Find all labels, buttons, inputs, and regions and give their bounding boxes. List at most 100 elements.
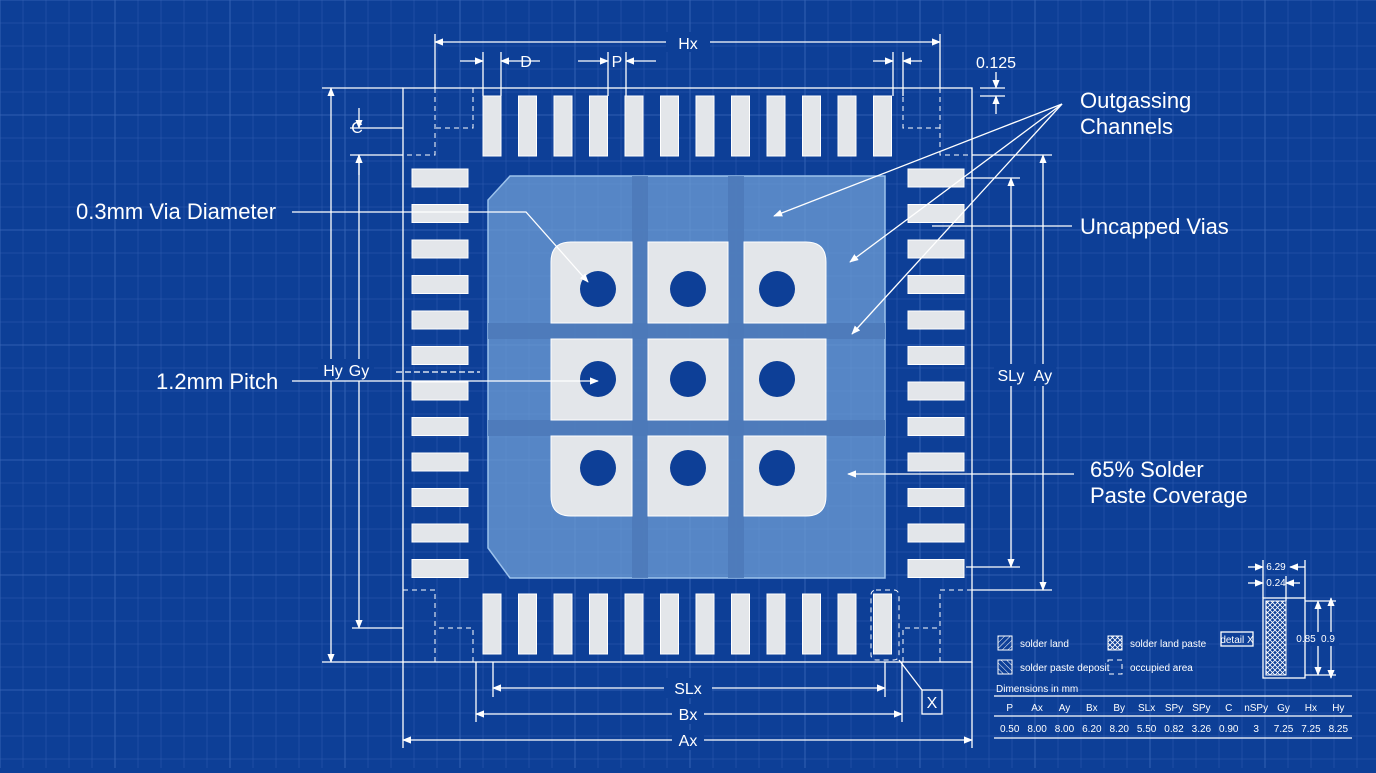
dim-slx-label: SLx bbox=[674, 681, 702, 698]
callout-uncapped-vias: Uncapped Vias bbox=[1080, 214, 1229, 239]
outgassing-channels bbox=[488, 176, 885, 578]
callout-coverage-line1: 65% Solder bbox=[1090, 457, 1204, 482]
callout-via-diameter: 0.3mm Via Diameter bbox=[76, 199, 276, 224]
dim-d-label: D bbox=[520, 54, 532, 71]
table-value-cell: 0.82 bbox=[1164, 724, 1184, 735]
terminal-pad-bottom bbox=[553, 593, 573, 655]
terminal-pad-bottom bbox=[731, 593, 750, 655]
detail-w-outer: 6.29 bbox=[1266, 562, 1286, 573]
legend-label-solder-land-paste: solder land paste bbox=[1130, 639, 1207, 650]
callout-outgassing-line2: Channels bbox=[1080, 114, 1173, 139]
table-header-cell: Bx bbox=[1086, 703, 1098, 714]
terminal-pad-bottom bbox=[837, 593, 857, 655]
terminal-pad-bottom bbox=[624, 593, 644, 655]
detail-x-label: detail X bbox=[1220, 635, 1254, 646]
terminal-pad-top bbox=[802, 95, 821, 157]
table-header-cell: SPy bbox=[1192, 703, 1210, 714]
table-header-cell: Gy bbox=[1277, 703, 1290, 714]
terminal-pad-bottom bbox=[589, 593, 608, 655]
dim-ay-label: Ay bbox=[1034, 368, 1052, 385]
table-value-cell: 8.00 bbox=[1027, 724, 1047, 735]
table-header-cell: Ay bbox=[1059, 703, 1071, 714]
detail-h-inner: 0.85 bbox=[1296, 634, 1316, 645]
terminal-pad-top bbox=[589, 95, 608, 157]
terminal-pad-left bbox=[411, 168, 469, 188]
terminal-pad-top bbox=[553, 95, 573, 157]
terminal-pad-right bbox=[907, 239, 965, 259]
table-caption: Dimensions in mm bbox=[996, 684, 1078, 695]
table-value-cell: 7.25 bbox=[1301, 724, 1321, 735]
table-value-cell: 8.20 bbox=[1109, 724, 1129, 735]
table-header-cell: Ax bbox=[1031, 703, 1043, 714]
dim-hy-label: Hy bbox=[323, 363, 343, 380]
detail-w-inner: 0.24 bbox=[1266, 578, 1286, 589]
detail-pad-inner bbox=[1265, 600, 1287, 676]
terminal-pad-right bbox=[907, 417, 965, 436]
dim-p-label: P bbox=[612, 54, 623, 71]
occupied-area-outline bbox=[403, 88, 972, 662]
callout-outgassing-line1: Outgassing bbox=[1080, 88, 1191, 113]
detail-x-marker-label: X bbox=[927, 695, 938, 712]
legend-label-solder-land: solder land bbox=[1020, 639, 1069, 650]
dim-gy-label: Gy bbox=[349, 363, 369, 380]
terminal-pad-bottom bbox=[873, 593, 892, 655]
terminal-pad-bottom bbox=[766, 593, 786, 655]
table-header-cell: Hy bbox=[1332, 703, 1344, 714]
legend-label-paste-deposit: solder paste deposit bbox=[1020, 663, 1110, 674]
vias bbox=[580, 271, 795, 486]
terminal-pad-left bbox=[411, 310, 469, 330]
legend-swatch-occupied-area bbox=[1107, 659, 1123, 675]
dim-hx-label: Hx bbox=[678, 36, 698, 53]
package-outline bbox=[402, 87, 973, 663]
table-header-cell: SPy bbox=[1165, 703, 1183, 714]
table-value-cell: 6.20 bbox=[1082, 724, 1102, 735]
detail-x-marker bbox=[921, 689, 943, 715]
dim-ax-label: Ax bbox=[679, 733, 698, 750]
terminal-pad-right bbox=[907, 523, 965, 543]
terminal-pad-left bbox=[411, 381, 469, 401]
table-header-cell: SLx bbox=[1138, 703, 1155, 714]
dim-bx-label: Bx bbox=[679, 707, 698, 724]
terminal-pad-left bbox=[411, 452, 469, 472]
table-value-cell: 0.50 bbox=[1000, 724, 1020, 735]
terminal-pad-top bbox=[766, 95, 786, 157]
detail-pad-outer bbox=[1262, 597, 1306, 679]
terminal-pad-top bbox=[624, 95, 644, 157]
terminal-pad-left bbox=[411, 346, 469, 365]
terminal-pad-right bbox=[907, 488, 965, 507]
terminal-pad-right bbox=[907, 168, 965, 188]
table-header-cell: By bbox=[1113, 703, 1125, 714]
terminal-pad-left bbox=[411, 417, 469, 436]
table-header-cell: P bbox=[1006, 703, 1013, 714]
terminal-pad-top bbox=[518, 95, 537, 157]
terminal-pad-right bbox=[907, 310, 965, 330]
terminal-pad-bottom bbox=[518, 593, 537, 655]
legend-swatch-solder-land-paste bbox=[1107, 635, 1123, 651]
terminal-pad-left bbox=[411, 204, 469, 223]
terminal-pad-bottom bbox=[695, 593, 715, 655]
legend: solder land solder land paste solder pas… bbox=[997, 635, 1207, 675]
terminal-pad-left bbox=[411, 239, 469, 259]
dim-sly-label: SLy bbox=[998, 368, 1025, 385]
terminal-pads bbox=[411, 95, 965, 655]
terminal-pad-left bbox=[411, 275, 469, 294]
terminal-pad-right bbox=[907, 346, 965, 365]
terminal-pad-top bbox=[837, 95, 857, 157]
terminal-pad-top bbox=[873, 95, 892, 157]
terminal-pad-top bbox=[660, 95, 679, 157]
table-header-cell: C bbox=[1225, 703, 1232, 714]
table-value-cell: 3 bbox=[1253, 724, 1259, 735]
callout-coverage-line2: Paste Coverage bbox=[1090, 483, 1248, 508]
table-value-cell: 0.90 bbox=[1219, 724, 1239, 735]
legend-swatch-solder-land bbox=[997, 635, 1013, 651]
terminal-pad-left bbox=[411, 559, 469, 578]
table-value-cell: 7.25 bbox=[1274, 724, 1294, 735]
terminal-pad-top bbox=[731, 95, 750, 157]
terminal-pad-right bbox=[907, 275, 965, 294]
terminal-pad-right bbox=[907, 381, 965, 401]
